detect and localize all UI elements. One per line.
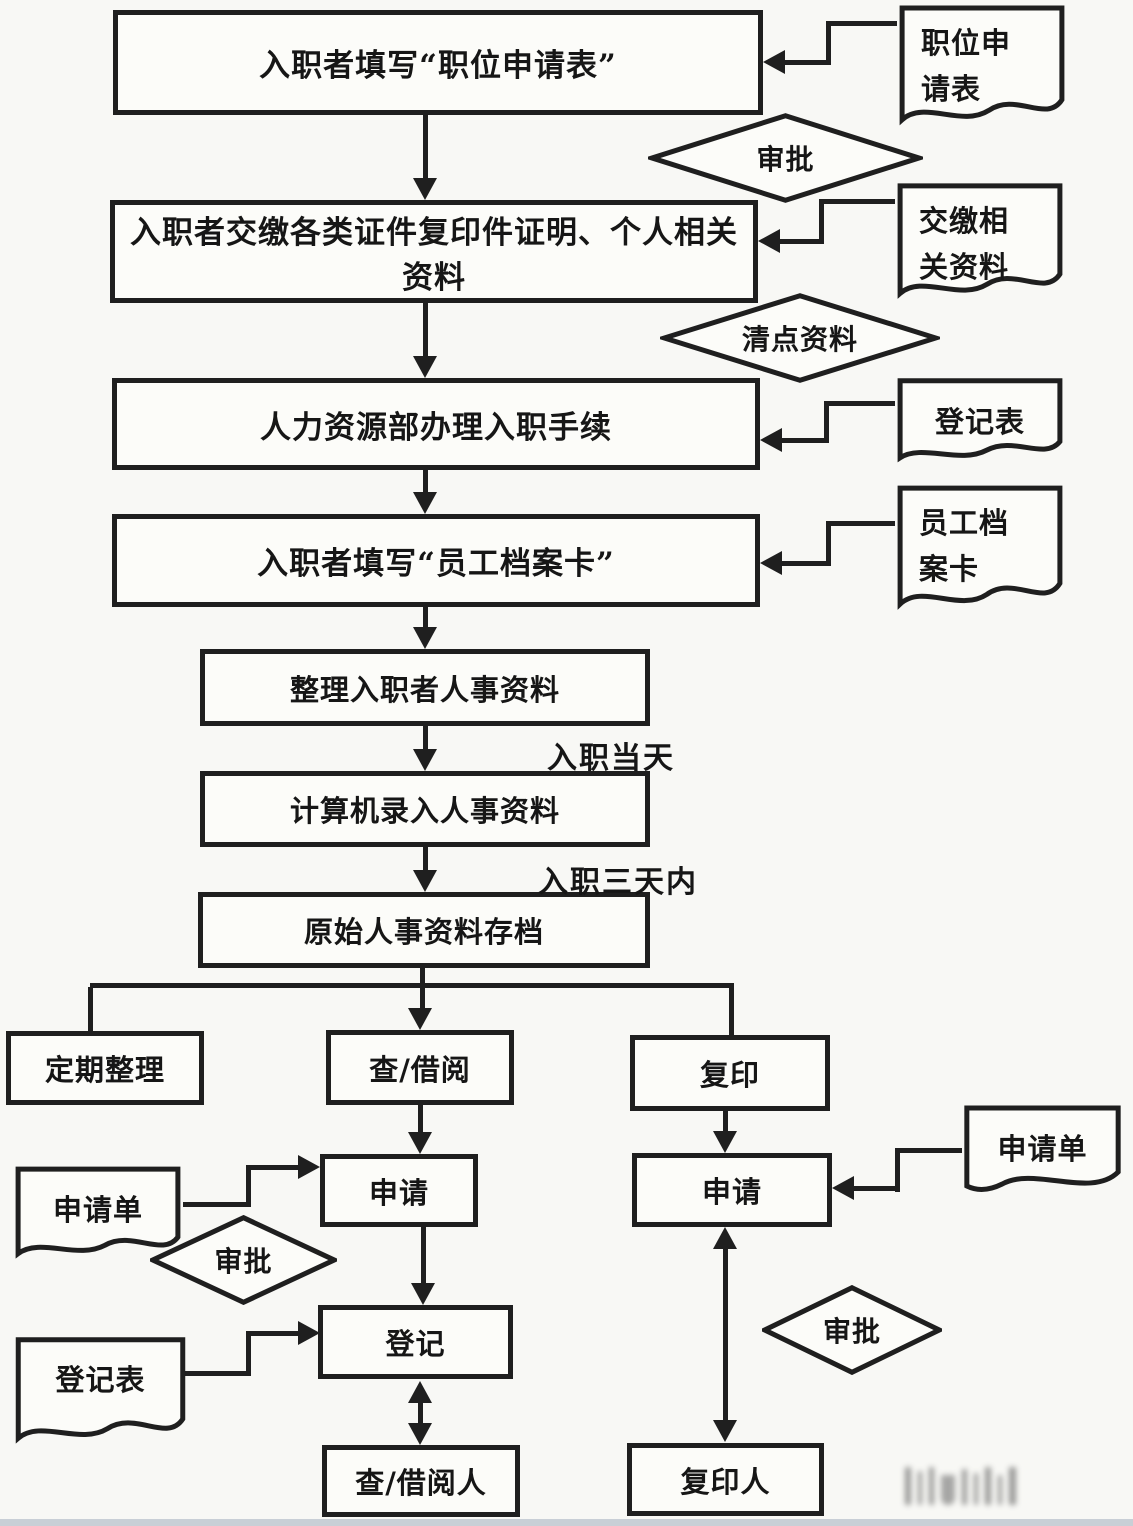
step-archive-original-data: 原始人事资料存档 [198,892,650,968]
note-same-day: 入职当天 [547,741,675,776]
doc-label-line: 职位申 [921,26,1012,60]
step-organize-personnel-data: 整理入职者人事资料 [200,649,650,726]
doc-label-line: 登记表 [934,405,1025,439]
image-bottom-edge [0,1519,1133,1526]
doc-label-line: 交缴相 [919,204,1010,238]
branch-copy: 复印 [630,1035,830,1111]
branch-consult-borrow: 查/借阅 [326,1030,514,1105]
doc-employee-file-card: 员工档 案卡 [895,484,1065,622]
decision-approval-copy: 审批 [762,1285,942,1375]
step-fill-position-application: 入职者填写“职位申请表” [113,10,763,115]
doc-label-line: 申请单 [997,1132,1088,1166]
copy-apply-box: 申请 [632,1153,832,1227]
step-submit-certificates: 入职者交缴各类证件复印件证明、个人相关资料 [110,200,758,303]
doc-label-line: 登记表 [55,1363,146,1397]
doc-label-line: 请表 [921,72,982,106]
doc-application-form-copy: 申请单 [962,1104,1123,1204]
decision-approval-top: 审批 [648,113,923,203]
doc-position-application-form: 职位申 请表 [897,4,1067,137]
step-computer-entry: 计算机录入人事资料 [200,771,650,847]
doc-application-form-consult: 申请单 [13,1165,183,1268]
decision-check-materials: 清点资料 [660,293,940,383]
doc-registration-form-top: 登记表 [895,377,1065,472]
step-fill-employee-file-card: 入职者填写“员工档案卡” [112,514,760,607]
branch-periodic-organize: 定期整理 [6,1031,204,1105]
step-hr-onboarding: 人力资源部办理入职手续 [112,378,760,470]
doc-label-line: 关资料 [919,250,1010,284]
decision-label: 清点资料 [741,323,858,356]
doc-registration-form-consult: 登记表 [13,1335,188,1455]
doc-label-line: 申请单 [52,1193,143,1227]
consult-apply-box: 申请 [320,1154,478,1227]
decision-label: 审批 [214,1245,273,1278]
register-box: 登记 [318,1305,513,1379]
decision-label: 审批 [756,143,815,176]
doc-related-materials: 交缴相 关资料 [895,182,1065,310]
note-within-three-days: 入职三天内 [538,865,698,900]
watermark [905,1463,1016,1505]
consult-person-box: 查/借阅人 [322,1445,520,1517]
decision-approval-consult: 审批 [150,1215,337,1305]
doc-label-line: 员工档 [919,506,1010,540]
decision-label: 审批 [822,1315,881,1348]
copy-person-box: 复印人 [627,1443,824,1516]
doc-label-line: 案卡 [919,552,980,586]
